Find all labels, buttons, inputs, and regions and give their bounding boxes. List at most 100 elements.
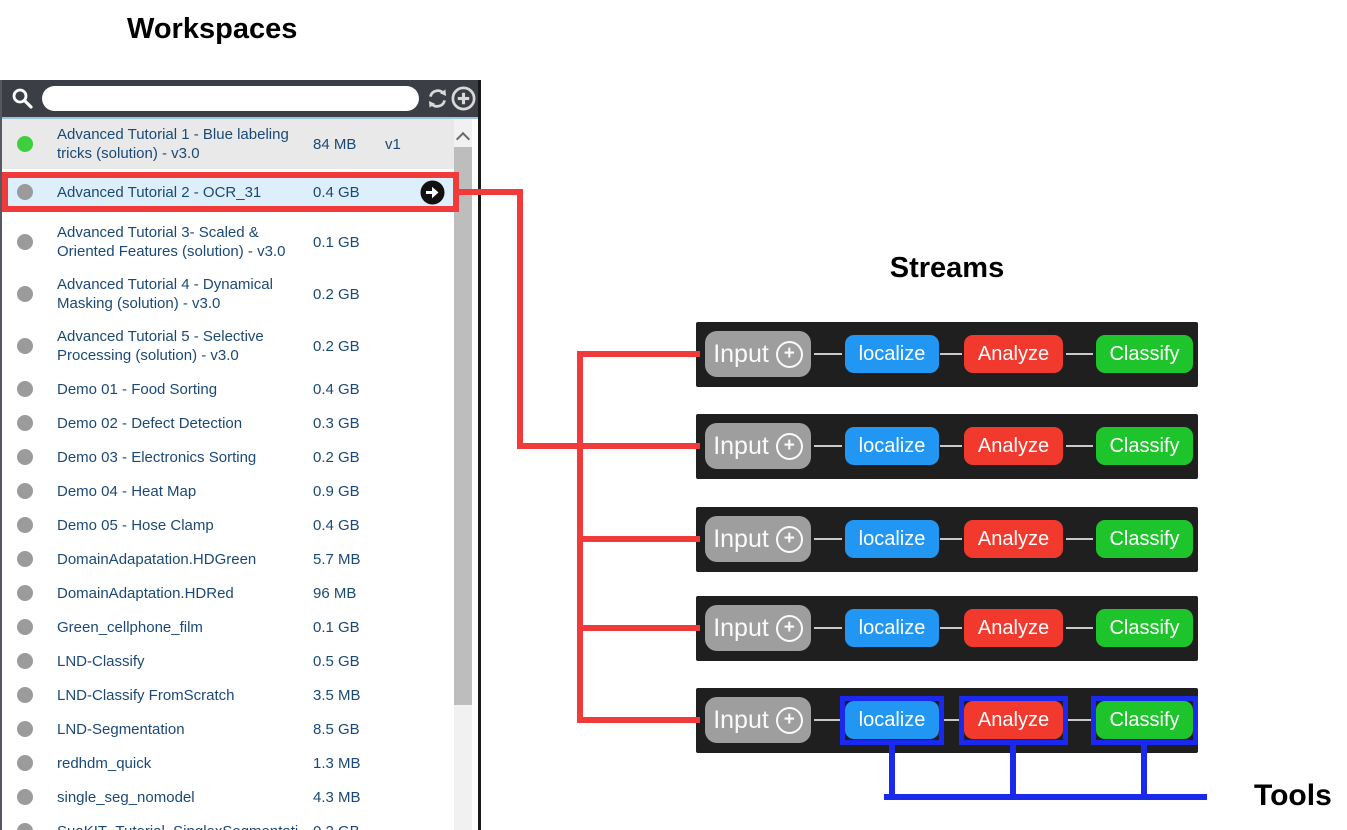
tool-button-classify[interactable]: Classify bbox=[1096, 427, 1193, 465]
open-arrow-button[interactable] bbox=[420, 180, 445, 205]
input-button[interactable]: Input+ bbox=[705, 697, 811, 743]
connector-line bbox=[940, 445, 962, 447]
plus-icon: + bbox=[775, 525, 803, 553]
annotation-blue-rect bbox=[1091, 696, 1198, 745]
annotation-red-line bbox=[577, 717, 700, 723]
tool-button-localize[interactable]: localize bbox=[845, 520, 939, 558]
tool-button-analyze[interactable]: Analyze bbox=[964, 609, 1063, 647]
workspace-name: redhdm_quick bbox=[57, 754, 152, 772]
input-button[interactable]: Input+ bbox=[705, 331, 811, 377]
workspace-row[interactable]: Advanced Tutorial 3- Scaled & Oriented F… bbox=[2, 216, 454, 268]
annotation-blue-rect bbox=[840, 696, 944, 745]
input-button[interactable]: Input+ bbox=[705, 605, 811, 651]
input-button[interactable]: Input+ bbox=[705, 516, 811, 562]
annotation-blue-rect bbox=[959, 696, 1068, 745]
annotation-red-line bbox=[577, 625, 700, 631]
workspace-name: Advanced Tutorial 2 - OCR_31 bbox=[57, 183, 262, 201]
plus-icon: + bbox=[775, 614, 803, 642]
tool-button-analyze[interactable]: Analyze bbox=[964, 520, 1063, 558]
workspace-list-area: Advanced Tutorial 1 - Blue labeling tric… bbox=[2, 117, 478, 830]
status-dot bbox=[17, 234, 33, 250]
workspace-name: Advanced Tutorial 5 - Selective Processi… bbox=[57, 328, 264, 364]
input-label: Input bbox=[713, 613, 769, 642]
status-dot bbox=[17, 687, 33, 703]
input-label: Input bbox=[713, 705, 769, 734]
tool-button-classify[interactable]: Classify bbox=[1096, 335, 1193, 373]
workspace-size: 0.1 GB bbox=[313, 233, 360, 251]
workspace-name: Demo 01 - Food Sorting bbox=[57, 380, 218, 398]
tool-button-analyze[interactable]: Analyze bbox=[964, 427, 1063, 465]
workspace-size: 3.5 MB bbox=[313, 686, 361, 704]
workspace-size: 1.3 MB bbox=[313, 754, 361, 772]
refresh-icon[interactable] bbox=[425, 86, 450, 111]
scrollbar-thumb[interactable] bbox=[454, 147, 472, 705]
connector-line bbox=[940, 719, 962, 721]
workspace-name: Advanced Tutorial 1 - Blue labeling tric… bbox=[57, 126, 289, 162]
scroll-up-button[interactable] bbox=[454, 119, 472, 147]
status-dot bbox=[17, 823, 33, 830]
tool-button-localize[interactable]: localize bbox=[845, 427, 939, 465]
workspace-size: 8.5 GB bbox=[313, 720, 360, 738]
workspace-row[interactable]: Advanced Tutorial 5 - Selective Processi… bbox=[2, 320, 454, 372]
tool-button-localize[interactable]: localize bbox=[845, 609, 939, 647]
workspace-size: 0.5 GB bbox=[313, 652, 360, 670]
status-dot bbox=[17, 136, 33, 152]
annotation-blue-line bbox=[1010, 745, 1016, 800]
search-input[interactable] bbox=[42, 86, 419, 111]
workspace-row[interactable]: Advanced Tutorial 4 - Dynamical Masking … bbox=[2, 268, 454, 320]
status-dot bbox=[17, 449, 33, 465]
workspace-name: Advanced Tutorial 4 - Dynamical Masking … bbox=[57, 276, 273, 312]
tool-button-classify[interactable]: Classify bbox=[1096, 701, 1193, 739]
status-dot bbox=[17, 381, 33, 397]
connector-line bbox=[814, 538, 842, 540]
status-dot bbox=[17, 585, 33, 601]
workspace-row[interactable]: Advanced Tutorial 2 - OCR_31 0.4 GB bbox=[2, 172, 459, 212]
workspace-list: Advanced Tutorial 1 - Blue labeling tric… bbox=[2, 119, 459, 830]
status-dot bbox=[17, 551, 33, 567]
status-dot bbox=[17, 338, 33, 354]
workspace-row[interactable]: SuaKIT_Tutorial_SinglexSegmentati0.2 GB bbox=[2, 814, 454, 830]
workspace-name: DomainAdaptation.HDRed bbox=[57, 584, 234, 602]
workspace-row[interactable]: LND-Segmentation 8.5 GB bbox=[2, 712, 454, 746]
workspace-size: 84 MB bbox=[313, 135, 357, 153]
workspace-name: LND-Segmentation bbox=[57, 720, 185, 738]
add-icon[interactable] bbox=[451, 86, 476, 111]
workspace-size: 0.4 GB bbox=[313, 183, 360, 201]
workspace-size: 0.2 GB bbox=[313, 448, 360, 466]
tools-title: Tools bbox=[1254, 779, 1332, 812]
annotation-blue-line bbox=[884, 794, 1207, 800]
workspace-row[interactable]: Advanced Tutorial 1 - Blue labeling tric… bbox=[2, 119, 454, 169]
status-dot bbox=[17, 619, 33, 635]
workspace-size: 4.3 MB bbox=[313, 788, 361, 806]
tool-button-analyze[interactable]: Analyze bbox=[964, 701, 1063, 739]
scrollbar bbox=[454, 119, 472, 830]
input-button[interactable]: Input+ bbox=[705, 423, 811, 469]
workspace-name: DomainAdapatation.HDGreen bbox=[57, 550, 257, 568]
connector-line bbox=[814, 719, 842, 721]
workspace-row[interactable]: redhdm_quick 1.3 MB bbox=[2, 746, 454, 780]
tool-button-localize[interactable]: localize bbox=[845, 335, 939, 373]
tool-button-analyze[interactable]: Analyze bbox=[964, 335, 1063, 373]
tool-button-classify[interactable]: Classify bbox=[1096, 609, 1193, 647]
stream-row: Input+ localize Analyze Classify bbox=[696, 596, 1198, 661]
annotation-red-line bbox=[457, 189, 523, 195]
annotation-red-line bbox=[517, 443, 700, 449]
stream-row: Input+ localize Analyze Classify bbox=[696, 414, 1198, 479]
tool-button-localize[interactable]: localize bbox=[845, 701, 939, 739]
status-dot bbox=[17, 789, 33, 805]
workspace-size: 0.9 GB bbox=[313, 482, 360, 500]
connector-line bbox=[940, 353, 962, 355]
workspace-size: 0.2 GB bbox=[313, 285, 360, 303]
tool-button-classify[interactable]: Classify bbox=[1096, 520, 1193, 558]
